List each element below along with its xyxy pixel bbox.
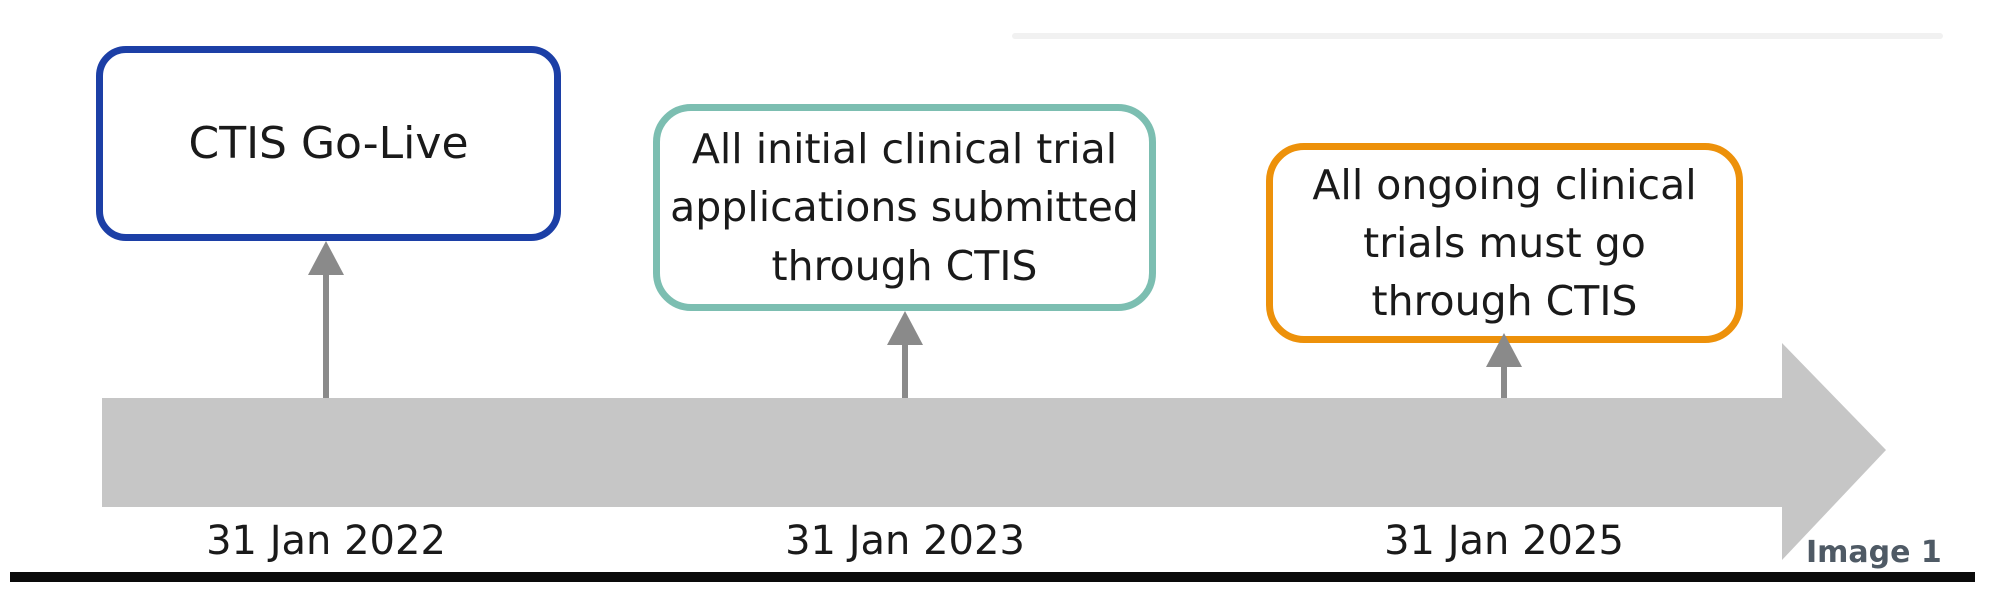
event-box-initial-applications: All initial clinical trial applications … <box>653 104 1156 311</box>
top-divider-strip <box>1012 33 1943 39</box>
connector-stem <box>902 345 908 398</box>
event-box-ongoing-trials: All ongoing clinical trials must go thro… <box>1266 143 1743 343</box>
connector-up-arrow-2022 <box>308 241 344 398</box>
date-label-2023: 31 Jan 2023 <box>785 518 1025 564</box>
up-arrowhead-icon <box>887 311 923 345</box>
date-label-2022: 31 Jan 2022 <box>206 518 446 564</box>
up-arrowhead-icon <box>1486 333 1522 367</box>
connector-stem <box>1501 367 1507 398</box>
baseline-rule <box>10 572 1975 582</box>
connector-stem <box>323 275 329 398</box>
timeline-arrowhead-icon <box>1782 343 1886 560</box>
date-label-2025: 31 Jan 2025 <box>1384 518 1624 564</box>
event-box-ctis-go-live: CTIS Go-Live <box>96 46 561 241</box>
figure-caption: Image 1 <box>1806 535 1942 570</box>
connector-up-arrow-2025 <box>1486 333 1522 398</box>
up-arrowhead-icon <box>308 241 344 275</box>
timeline-arrow-body <box>102 398 1782 507</box>
connector-up-arrow-2023 <box>887 311 923 398</box>
